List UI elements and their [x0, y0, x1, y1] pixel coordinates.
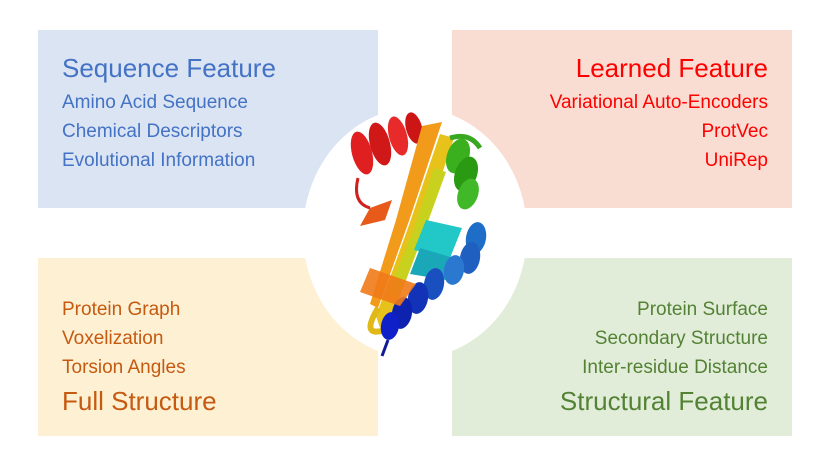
full-structure-item: Torsion Angles — [62, 357, 186, 378]
structural-item: Protein Surface — [637, 299, 768, 320]
sequence-item: Evolutional Information — [62, 150, 256, 171]
learned-item: ProtVec — [701, 121, 768, 142]
sequence-feature-title: Sequence Feature — [62, 53, 276, 83]
structural-item: Secondary Structure — [594, 328, 768, 349]
orange-red-strand — [360, 200, 392, 226]
sequence-item: Chemical Descriptors — [62, 121, 243, 142]
yellow-green-strand — [388, 168, 446, 296]
red-helix — [350, 112, 423, 210]
orange-lower-strand — [360, 268, 416, 306]
protein-structure-image — [350, 112, 487, 357]
full-structure-item: Voxelization — [62, 328, 164, 349]
structural-item: Inter-residue Distance — [582, 357, 768, 378]
full-structure-item: Protein Graph — [62, 299, 181, 320]
green-helix — [445, 133, 483, 210]
learned-item: Variational Auto-Encoders — [549, 92, 768, 113]
teal-strand — [410, 248, 454, 280]
sequence-item: Amino Acid Sequence — [62, 92, 248, 113]
orange-strand — [370, 122, 442, 308]
cyan-strand — [414, 220, 462, 258]
learned-item: UniRep — [704, 150, 768, 171]
blue-helix — [380, 222, 487, 357]
full-structure-title: Full Structure — [62, 386, 217, 416]
structural-feature-title: Structural Feature — [559, 386, 768, 416]
learned-feature-title: Learned Feature — [575, 53, 768, 83]
